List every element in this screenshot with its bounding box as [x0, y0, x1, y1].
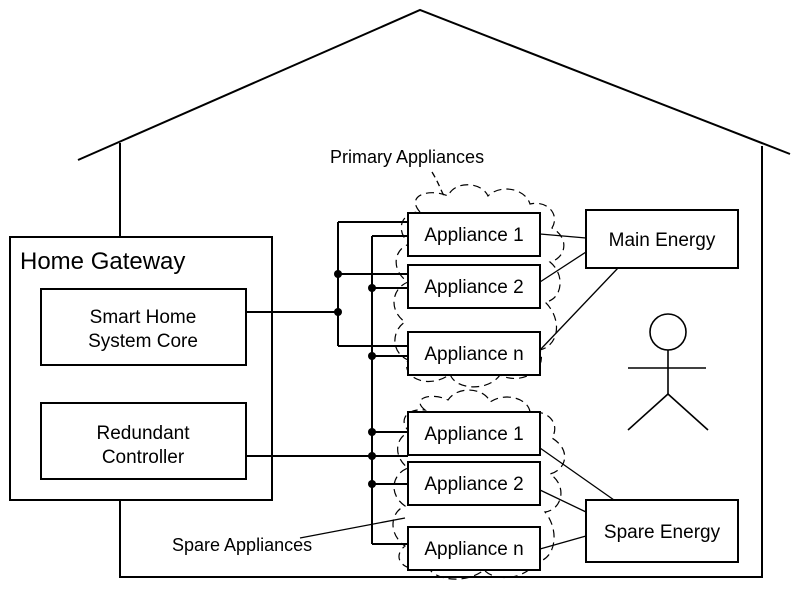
redundant-controller: Redundant Controller — [40, 402, 247, 480]
home-gateway-title: Home Gateway — [20, 248, 185, 275]
smart-home-system-core: Smart Home System Core — [40, 288, 247, 366]
home-gateway: Home Gateway Smart Home System Core Redu… — [9, 236, 273, 501]
primary-appliances-label: Primary Appliances — [330, 147, 484, 167]
spare-appliance-n-label: Appliance n — [424, 539, 523, 560]
primary-appliance-1-label: Appliance 1 — [424, 225, 523, 246]
spare-appliance-list: Appliance 1 Appliance 2 Appliance n — [407, 411, 541, 571]
spare-appliance-1: Appliance 1 — [407, 411, 541, 456]
primary-appliance-list: Appliance 1 Appliance 2 Appliance n — [407, 212, 541, 376]
spare-energy-label: Spare Energy — [604, 522, 721, 543]
junction-dots — [334, 270, 376, 488]
energy-links — [539, 233, 619, 550]
main-energy: Main Energy — [585, 209, 739, 269]
primary-appliance-n-label: Appliance n — [424, 344, 523, 365]
primary-appliance-2-label: Appliance 2 — [424, 277, 523, 298]
main-energy-label: Main Energy — [609, 230, 716, 251]
spare-appliance-2: Appliance 2 — [407, 461, 541, 506]
system-core-line2: System Core — [88, 331, 198, 352]
spare-appliances-annotation: Spare Appliances — [172, 517, 406, 555]
spare-appliance-1-label: Appliance 1 — [424, 424, 523, 445]
primary-appliance-1: Appliance 1 — [407, 212, 541, 257]
stick-figure-icon — [627, 313, 709, 431]
redundant-controller-line2: Controller — [102, 447, 185, 468]
system-core-line1: Smart Home — [90, 307, 197, 328]
spare-appliances-label: Spare Appliances — [172, 535, 312, 555]
redundant-controller-line1: Redundant — [97, 423, 191, 444]
spare-appliance-n: Appliance n — [407, 526, 541, 571]
spare-appliance-2-label: Appliance 2 — [424, 474, 523, 495]
spare-energy: Spare Energy — [585, 499, 739, 563]
primary-appliance-2: Appliance 2 — [407, 264, 541, 309]
primary-appliance-n: Appliance n — [407, 331, 541, 376]
